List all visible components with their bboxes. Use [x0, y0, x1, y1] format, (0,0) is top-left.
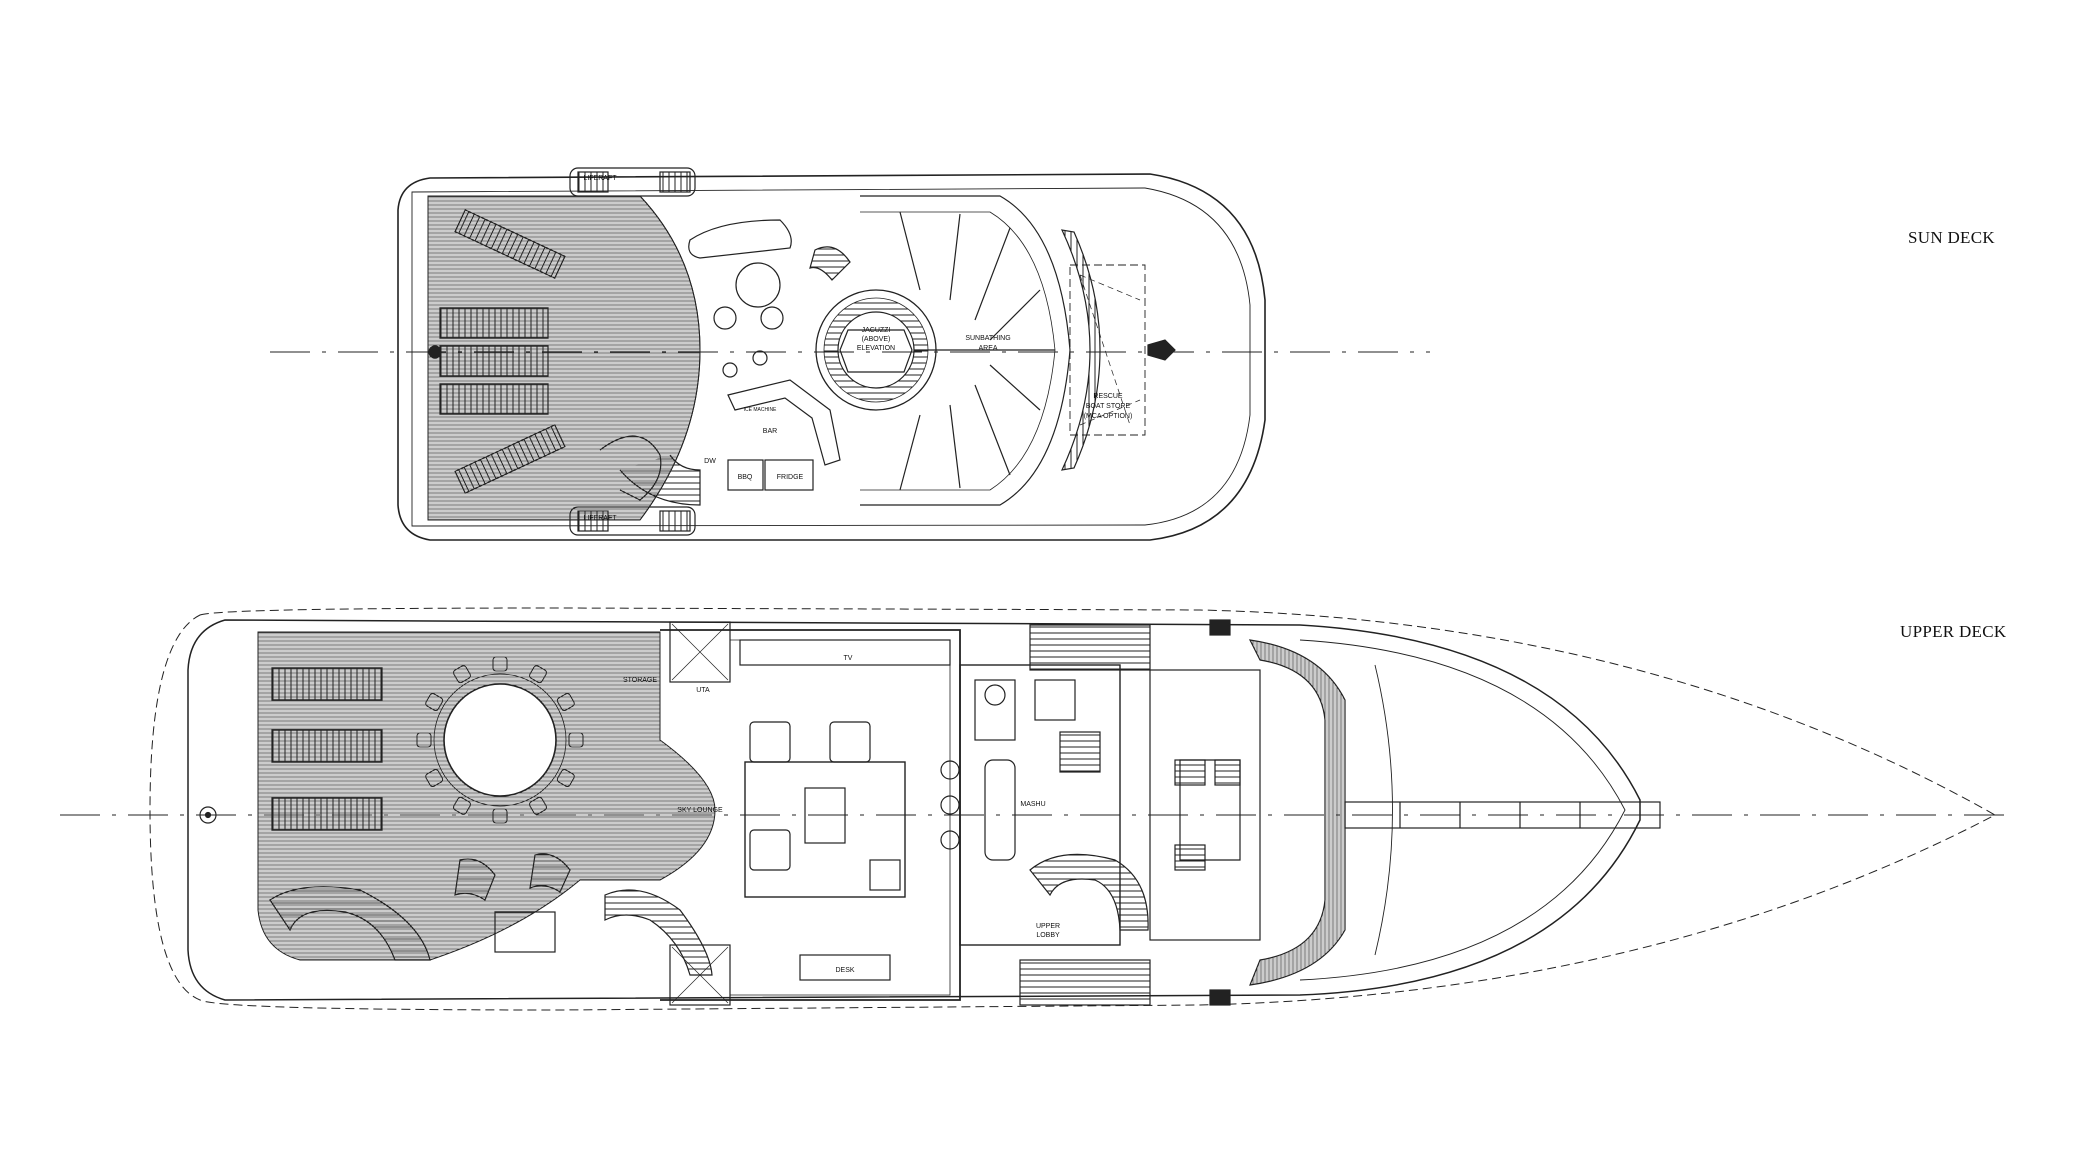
- dining-chair: [556, 769, 575, 787]
- label-liferaft-bottom: LIFERAFT: [583, 515, 617, 522]
- label-upper-lobby-2: LOBBY: [1036, 932, 1060, 939]
- label-sky-lounge: SKY LOUNGE: [677, 807, 723, 814]
- label-rescue: RESCUE: [1093, 393, 1123, 400]
- label-uta: UTA: [696, 687, 710, 694]
- label-upper-lobby: UPPER: [1036, 923, 1060, 930]
- sun-deck-plan: [270, 167, 1430, 541]
- label-sunbathing-area: AREA: [978, 345, 997, 352]
- label-jacuzzi-2: (ABOVE): [862, 336, 891, 343]
- upper-deck-title: UPPER DECK: [1900, 622, 2007, 641]
- dining-chair: [568, 732, 584, 748]
- label-bar: BAR: [763, 428, 777, 435]
- sun-deck-labels: LIFERAFT LIFERAFT JACUZZI (ABOVE) ELEVAT…: [583, 175, 1132, 522]
- liferaft: [569, 167, 696, 536]
- label-bbq: BBQ: [738, 474, 753, 481]
- upper-deck-labels: STORAGE UTA TV SKY LOUNGE DESK UPPER LOB…: [623, 655, 1060, 974]
- dining-chair: [425, 693, 444, 711]
- dining-chair: [425, 769, 444, 787]
- dining-chair: [416, 732, 432, 748]
- upper-deck-plan: [60, 607, 2010, 1011]
- label-jacuzzi-3: ELEVATION: [857, 345, 895, 352]
- label-ice-machine: ICE MACHINE: [744, 407, 777, 413]
- dining-chair: [529, 796, 547, 815]
- label-tv: TV: [844, 655, 853, 662]
- sun-deck-title: SUN DECK: [1908, 228, 1995, 247]
- label-rescue-3: (MCA OPTION): [1084, 413, 1133, 420]
- label-mashu: MASHU: [1020, 801, 1045, 808]
- upper-sun-lounger: [271, 667, 383, 831]
- label-sunbathing: SUNBATHING: [965, 335, 1010, 342]
- label-liferaft-top: LIFERAFT: [583, 175, 617, 182]
- dining-chair: [556, 693, 575, 711]
- label-dw: DW: [704, 458, 716, 465]
- label-fridge: FRIDGE: [777, 474, 804, 481]
- dining-chair: [492, 808, 508, 824]
- dining-chair: [529, 665, 547, 684]
- dining-chair: [453, 665, 471, 684]
- label-rescue-2: BOAT STORE: [1086, 403, 1131, 410]
- dining-chair: [492, 656, 508, 672]
- sun-lounger: [439, 209, 566, 494]
- label-desk: DESK: [835, 967, 854, 974]
- dining-chair: [453, 796, 471, 815]
- label-jacuzzi: JACUZZI: [862, 327, 891, 334]
- label-storage: STORAGE: [623, 677, 657, 684]
